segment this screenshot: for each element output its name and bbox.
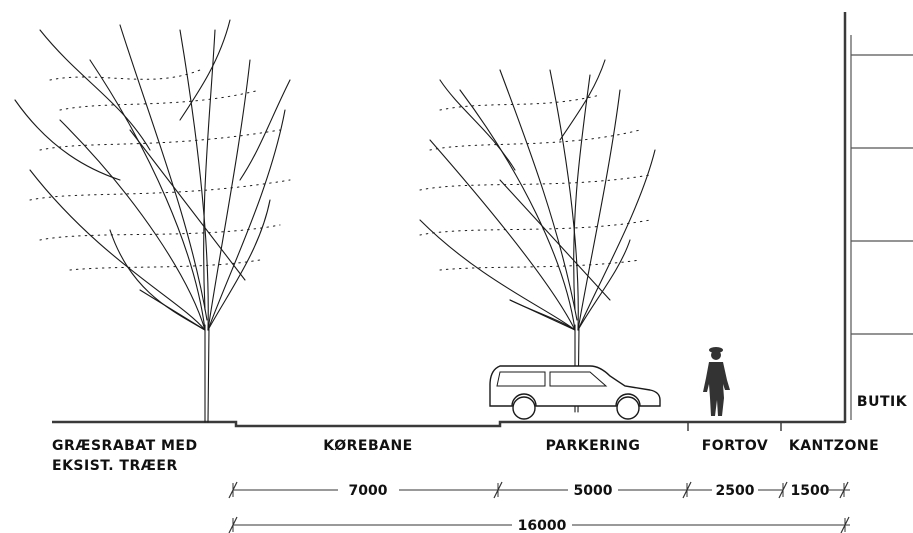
label-sidewalk: FORTOV [702, 438, 769, 454]
pedestrian-figure [703, 347, 730, 416]
dimension-edge-zone: 1500 [791, 483, 830, 499]
dimension-sidewalk: 2500 [716, 483, 755, 499]
label-grass-line2: EKSIST. TRÆER [52, 458, 178, 474]
tree-left [14, 19, 291, 423]
label-parking: PARKERING [546, 438, 641, 454]
label-grass-line1: GRÆSRABAT MED [52, 438, 198, 454]
ground-line [52, 420, 845, 428]
dimension-parking: 5000 [574, 483, 613, 499]
dimension-row-total [228, 516, 850, 533]
tree-right [419, 59, 656, 413]
dimension-roadway: 7000 [349, 483, 388, 499]
dimension-total: 16000 [518, 518, 567, 533]
label-shop: BUTIK [857, 394, 908, 410]
label-edge-zone: KANTZONE [789, 438, 879, 454]
building-facade [843, 12, 913, 423]
label-roadway: KØREBANE [323, 438, 413, 454]
dimension-row-segments [228, 481, 850, 499]
parked-car [489, 365, 661, 420]
